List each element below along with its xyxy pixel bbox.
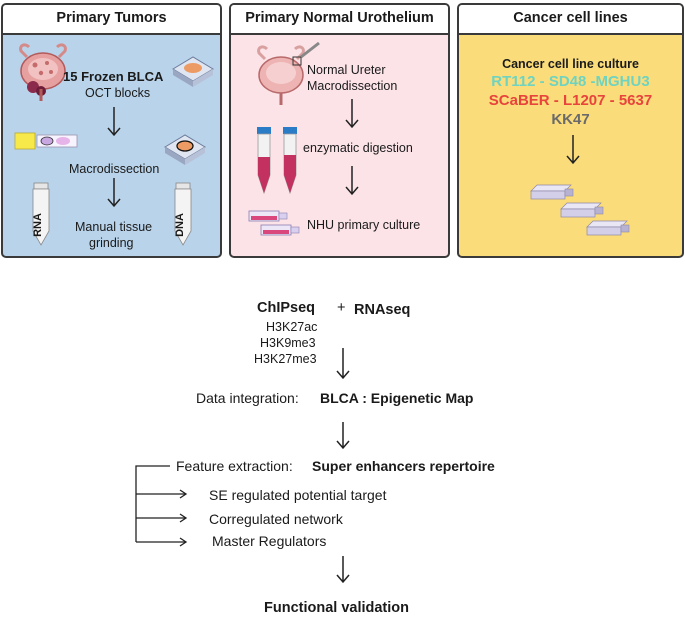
cell-lines-row-2: SCaBER - L1207 - 5637 bbox=[488, 92, 653, 109]
panel-body: Normal Ureter Macrodissection enzymatic … bbox=[231, 35, 448, 256]
panel-body: Cancer cell line culture RT112 - SD48 -M… bbox=[459, 35, 682, 256]
final-step: Functional validation bbox=[264, 600, 410, 616]
panel-title: Primary Tumors bbox=[3, 5, 220, 35]
panel-cancer-cell-lines: Cancer cell lines Cancer cell line cultu… bbox=[457, 3, 684, 258]
nhu-culture-label: NHU primary culture bbox=[307, 218, 421, 232]
bladder-scalpel-icon bbox=[257, 41, 320, 105]
panel-primary-tumors: Primary Tumors 15 Frozen BLCA OCT blocks bbox=[1, 3, 222, 258]
integration-value: BLCA : Epigenetic Map bbox=[320, 390, 474, 406]
oct-block-dissected-icon bbox=[164, 134, 206, 165]
oct-block-icon bbox=[172, 56, 214, 87]
plus-sign: + bbox=[337, 300, 346, 316]
panel-primary-normal-urothelium: Primary Normal Urothelium Normal Ureter … bbox=[229, 3, 450, 258]
arrow-down-icon bbox=[107, 178, 121, 208]
arrow-down-icon bbox=[336, 348, 350, 380]
integration-label: Data integration: bbox=[196, 390, 299, 406]
branch-connector bbox=[135, 465, 188, 547]
branch-item: Corregulated network bbox=[209, 511, 343, 527]
arrow-down-icon bbox=[345, 99, 359, 129]
bladder-icon bbox=[19, 43, 67, 101]
branch-item: SE regulated potential target bbox=[209, 487, 387, 503]
cell-culture-flasks-icon bbox=[530, 184, 630, 236]
culture-flasks-icon bbox=[248, 210, 300, 236]
histone-mark: H3K9me3 bbox=[260, 336, 316, 350]
arrow-down-icon bbox=[336, 422, 350, 450]
arrow-down-icon bbox=[345, 166, 359, 196]
normal-ureter-label: Normal Ureter bbox=[307, 63, 386, 77]
arrow-down-icon bbox=[336, 556, 350, 584]
dna-tube-icon bbox=[174, 182, 192, 246]
panel-title: Cancer cell lines bbox=[459, 5, 682, 35]
chipseq-label: ChIPseq bbox=[257, 300, 316, 316]
centrifuge-tubes-icon bbox=[257, 127, 297, 195]
frozen-blca-label: 15 Frozen BLCA bbox=[63, 69, 164, 84]
rna-tube-icon bbox=[32, 182, 50, 246]
arrow-down-icon bbox=[107, 107, 121, 137]
feature-value: Super enhancers repertoire bbox=[312, 458, 495, 474]
arrow-down-icon bbox=[566, 135, 580, 165]
cell-lines-row-3: KK47 bbox=[551, 111, 590, 128]
histone-mark: H3K27me3 bbox=[254, 352, 317, 366]
rnaseq-label: RNAseq bbox=[354, 302, 411, 318]
histone-mark: H3K27ac bbox=[266, 320, 318, 334]
cell-line-heading: Cancer cell line culture bbox=[502, 57, 639, 71]
rna-tube-label: RNA bbox=[31, 213, 44, 237]
branch-item: Master Regulators bbox=[212, 533, 327, 549]
grinding-label: grinding bbox=[89, 236, 134, 250]
macrodissection-label: Macrodissection bbox=[69, 162, 160, 176]
panel-body: 15 Frozen BLCA OCT blocks Macrodissectio… bbox=[3, 35, 220, 256]
tissue-slides-icon bbox=[14, 132, 78, 150]
feature-label: Feature extraction: bbox=[176, 458, 293, 474]
dna-tube-label: DNA bbox=[173, 213, 186, 237]
oct-blocks-label: OCT blocks bbox=[85, 86, 151, 100]
manual-tissue-label: Manual tissue bbox=[75, 220, 153, 234]
ureter-macrodissection-label: Macrodissection bbox=[307, 79, 398, 93]
enzymatic-digestion-label: enzymatic digestion bbox=[303, 141, 413, 155]
cell-lines-row-1: RT112 - SD48 -MGHU3 bbox=[491, 73, 650, 90]
panel-title: Primary Normal Urothelium bbox=[231, 5, 448, 35]
